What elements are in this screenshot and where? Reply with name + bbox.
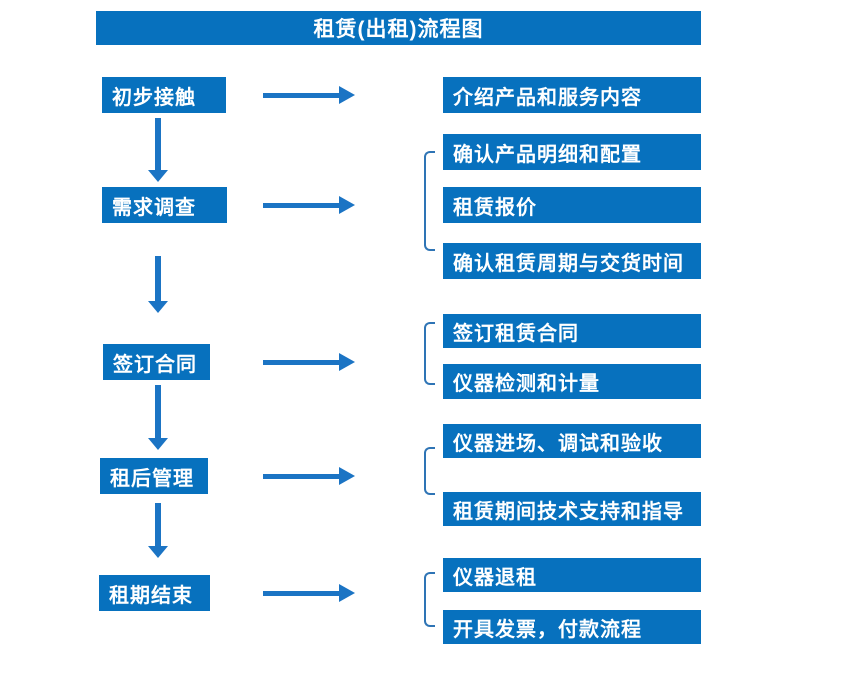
output-box-5-2: 开具发票，付款流程 bbox=[443, 610, 701, 644]
output-box-1-1: 介绍产品和服务内容 bbox=[443, 77, 701, 113]
output-box-4-1: 仪器进场、调试和验收 bbox=[443, 424, 701, 458]
output-box-5-1: 仪器退租 bbox=[443, 558, 701, 592]
output-box-2-1: 确认产品明细和配置 bbox=[443, 134, 701, 170]
arrow-right-icon bbox=[263, 196, 355, 214]
arrow-down-icon bbox=[148, 256, 168, 313]
arrow-shaft bbox=[155, 385, 161, 439]
bracket-icon bbox=[424, 151, 435, 251]
output-box-2-3: 确认租赁周期与交货时间 bbox=[443, 243, 701, 279]
step-box-1: 初步接触 bbox=[102, 77, 226, 113]
arrow-head bbox=[148, 438, 168, 450]
output-box-3-2: 仪器检测和计量 bbox=[443, 364, 701, 399]
arrow-down-icon bbox=[148, 118, 168, 182]
bracket-icon bbox=[424, 447, 435, 495]
bracket-icon bbox=[424, 572, 435, 627]
flowchart-title: 租赁(出租)流程图 bbox=[96, 11, 701, 45]
arrow-head bbox=[339, 353, 355, 371]
arrow-shaft bbox=[155, 503, 161, 547]
arrow-down-icon bbox=[148, 503, 168, 558]
arrow-shaft bbox=[155, 118, 161, 171]
step-box-5: 租期结束 bbox=[99, 575, 210, 611]
arrow-head bbox=[148, 546, 168, 558]
arrow-shaft bbox=[263, 360, 340, 365]
arrow-right-icon bbox=[263, 467, 355, 485]
step-box-2: 需求调查 bbox=[102, 187, 227, 223]
arrow-shaft bbox=[263, 474, 340, 479]
output-box-3-1: 签订租赁合同 bbox=[443, 314, 701, 348]
step-box-3: 签订合同 bbox=[103, 344, 210, 380]
arrow-right-icon bbox=[263, 353, 355, 371]
arrow-right-icon bbox=[263, 86, 355, 104]
arrow-head bbox=[339, 584, 355, 602]
arrow-head bbox=[339, 196, 355, 214]
arrow-shaft bbox=[263, 203, 340, 208]
arrow-shaft bbox=[155, 256, 161, 302]
arrow-right-icon bbox=[263, 584, 355, 602]
output-box-2-2: 租赁报价 bbox=[443, 187, 701, 223]
arrow-head bbox=[148, 301, 168, 313]
arrow-shaft bbox=[263, 93, 340, 98]
arrow-head bbox=[339, 86, 355, 104]
arrow-shaft bbox=[263, 591, 340, 596]
step-box-4: 租后管理 bbox=[100, 458, 208, 494]
arrow-head bbox=[148, 170, 168, 182]
arrow-head bbox=[339, 467, 355, 485]
arrow-down-icon bbox=[148, 385, 168, 450]
bracket-icon bbox=[424, 322, 435, 385]
output-box-4-2: 租赁期间技术支持和指导 bbox=[443, 492, 701, 526]
